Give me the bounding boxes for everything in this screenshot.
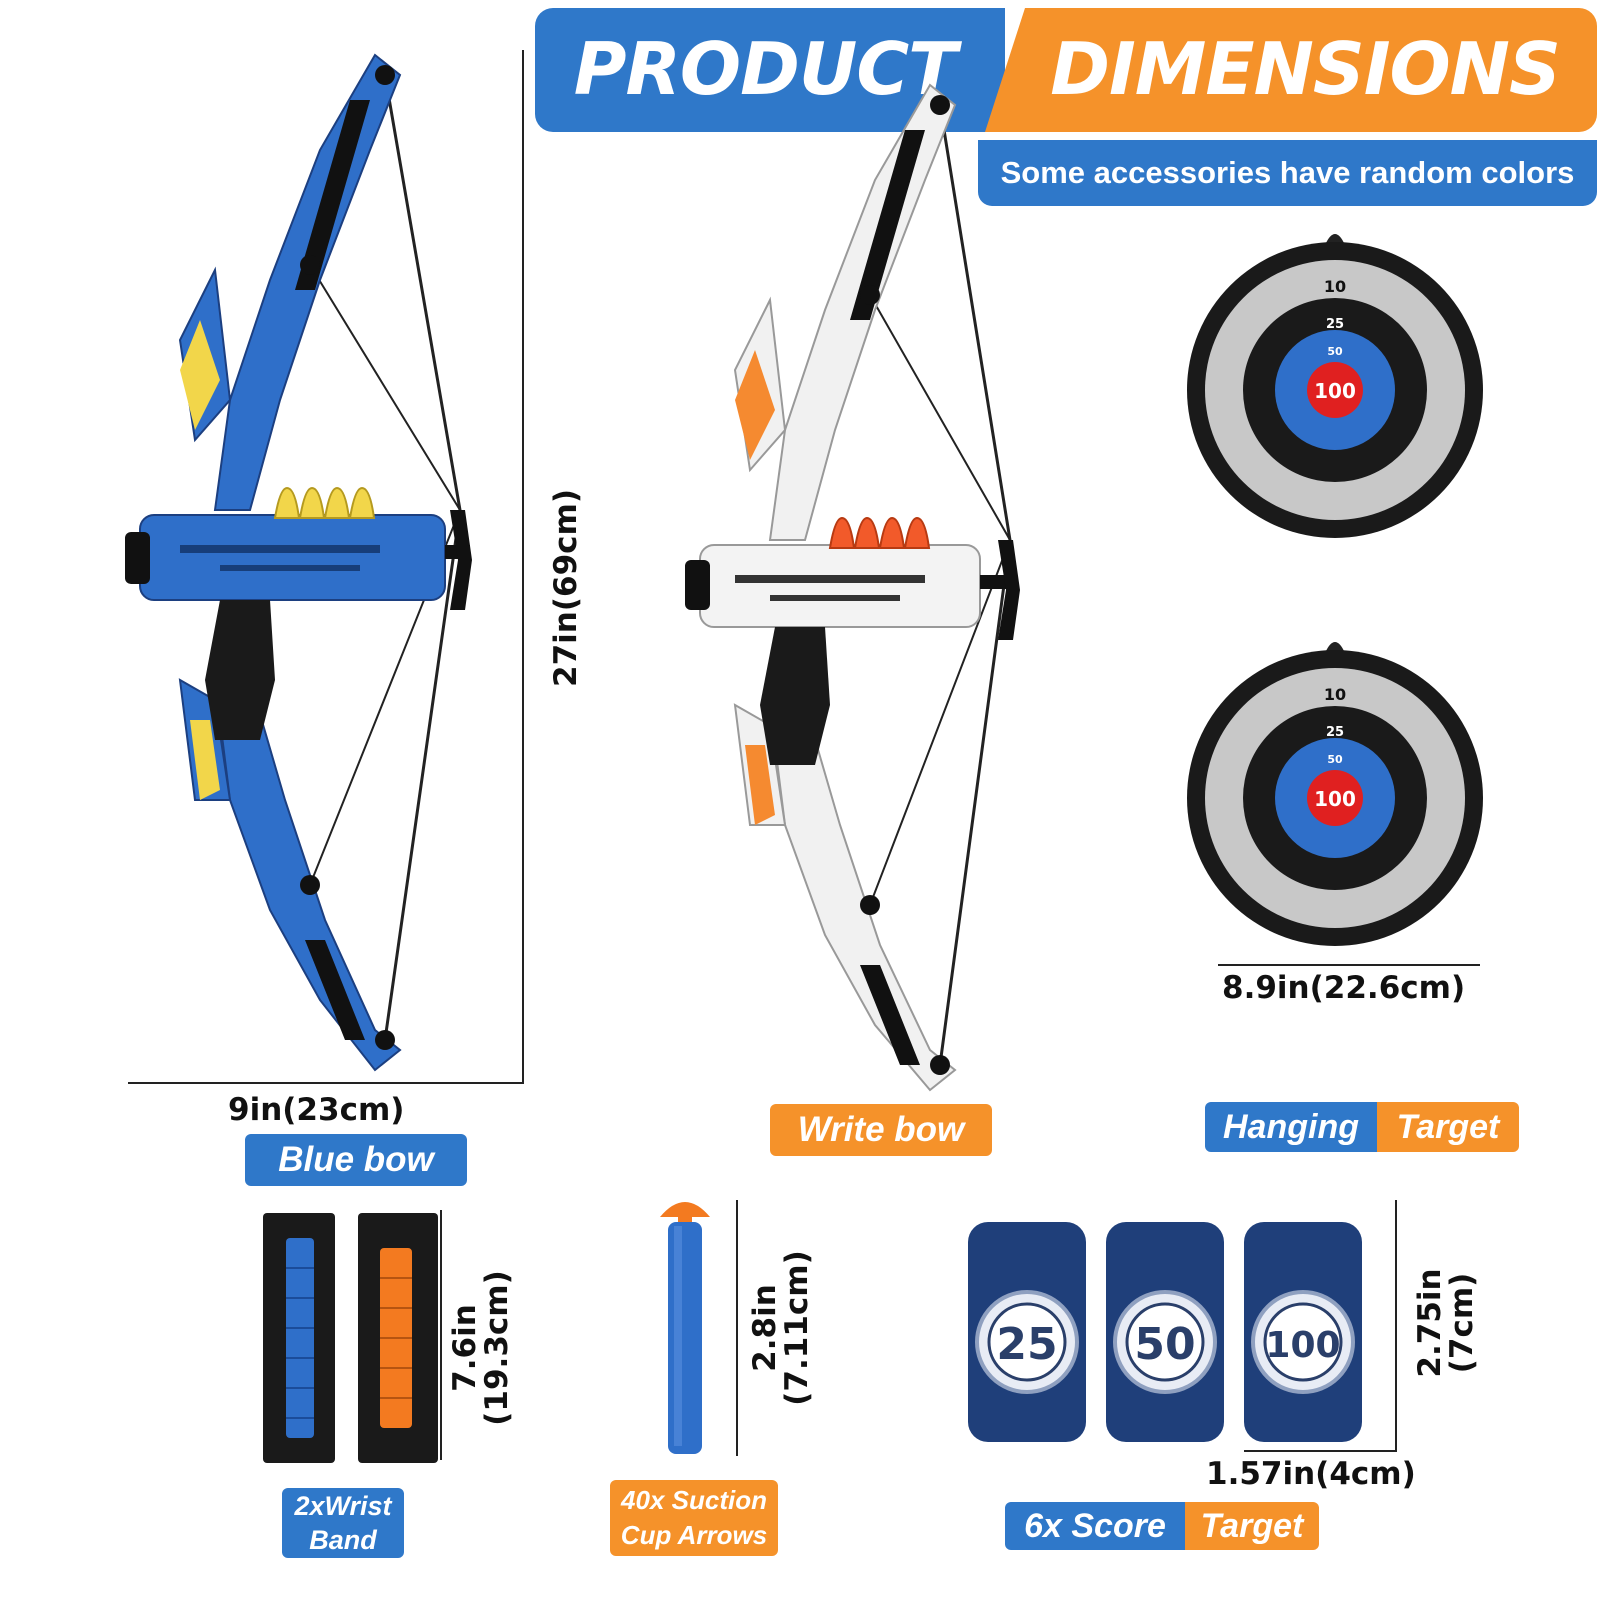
header-banner-orange xyxy=(985,8,1597,132)
hanging-target-1: 100 10 25 50 xyxy=(1187,234,1483,538)
target-width-line xyxy=(1218,964,1480,966)
white-bow-illustration xyxy=(685,83,1020,1092)
wrist-band-size-line2: (19.3cm) xyxy=(479,1270,515,1426)
blue-bow-width-label: 9in(23cm) xyxy=(228,1092,405,1128)
arrow-size-line xyxy=(736,1200,738,1456)
header-title-right: DIMENSIONS xyxy=(1050,27,1561,111)
wrist-band-label-line2: Band xyxy=(309,1525,377,1555)
target-ring-25: 25 xyxy=(1326,317,1344,332)
hanging-target-label-b: Target xyxy=(1377,1102,1519,1152)
white-bow-label: Write bow xyxy=(770,1104,992,1156)
score-can-50: 50 xyxy=(1106,1222,1224,1442)
wrist-band-label: 2xWrist Band xyxy=(282,1488,404,1558)
hanging-target-label-a: Hanging xyxy=(1205,1102,1377,1152)
score-can-25-value: 25 xyxy=(996,1319,1057,1370)
suction-arrow-illustration xyxy=(660,1202,710,1454)
target-ring-100: 100 xyxy=(1314,379,1356,403)
wrist-band-size-line xyxy=(440,1210,442,1460)
target-ring-50: 50 xyxy=(1327,345,1343,358)
arrow-size-line2: (7.11cm) xyxy=(779,1250,815,1406)
can-width-label: 1.57in(4cm) xyxy=(1206,1456,1416,1492)
score-target-label: 6x Score Target xyxy=(1005,1502,1319,1550)
hanging-target-2: 100 10 25 50 xyxy=(1187,642,1483,946)
hanging-target-label: Hanging Target xyxy=(1205,1102,1519,1152)
wrist-band-size-line1: 7.6in xyxy=(447,1304,483,1392)
target-ring-10: 10 xyxy=(1324,277,1346,296)
header-title-left: PRODUCT xyxy=(573,27,958,111)
score-can-50-value: 50 xyxy=(1134,1319,1195,1370)
blue-bow-label: Blue bow xyxy=(245,1134,467,1186)
can-height-line xyxy=(1395,1200,1397,1452)
can-height-line2: (7cm) xyxy=(1444,1272,1480,1374)
header-subtitle: Some accessories have random colors xyxy=(978,140,1597,206)
score-can-100-value: 100 xyxy=(1265,1325,1340,1366)
wrist-bands-illustration xyxy=(263,1213,438,1463)
target-ring-100: 100 xyxy=(1314,787,1356,811)
blue-bow-illustration xyxy=(125,53,472,1072)
score-can-25: 25 xyxy=(968,1222,1086,1442)
wrist-band-label-line1: 2xWrist xyxy=(294,1491,392,1521)
blue-bow-height-line xyxy=(522,50,524,1084)
arrows-label: 40x Suction Cup Arrows xyxy=(610,1480,778,1556)
target-ring-10: 10 xyxy=(1324,685,1346,704)
can-width-line xyxy=(1244,1450,1396,1452)
can-height-line1: 2.75in xyxy=(1412,1268,1448,1378)
target-width-label: 8.9in(22.6cm) xyxy=(1222,970,1466,1006)
arrows-label-line2: Cup Arrows xyxy=(620,1520,768,1550)
arrows-label-line1: 40x Suction xyxy=(621,1485,767,1515)
score-target-label-a: 6x Score xyxy=(1005,1502,1185,1550)
score-cans-illustration: 25 50 100 xyxy=(968,1222,1362,1442)
score-can-100: 100 xyxy=(1244,1222,1362,1442)
target-ring-50: 50 xyxy=(1327,753,1343,766)
score-target-label-b: Target xyxy=(1185,1502,1319,1550)
arrow-size-line1: 2.8in xyxy=(747,1284,783,1372)
target-ring-25: 25 xyxy=(1326,725,1344,740)
blue-bow-height-label: 27in(69cm) xyxy=(548,489,584,687)
blue-bow-width-line xyxy=(128,1082,523,1084)
